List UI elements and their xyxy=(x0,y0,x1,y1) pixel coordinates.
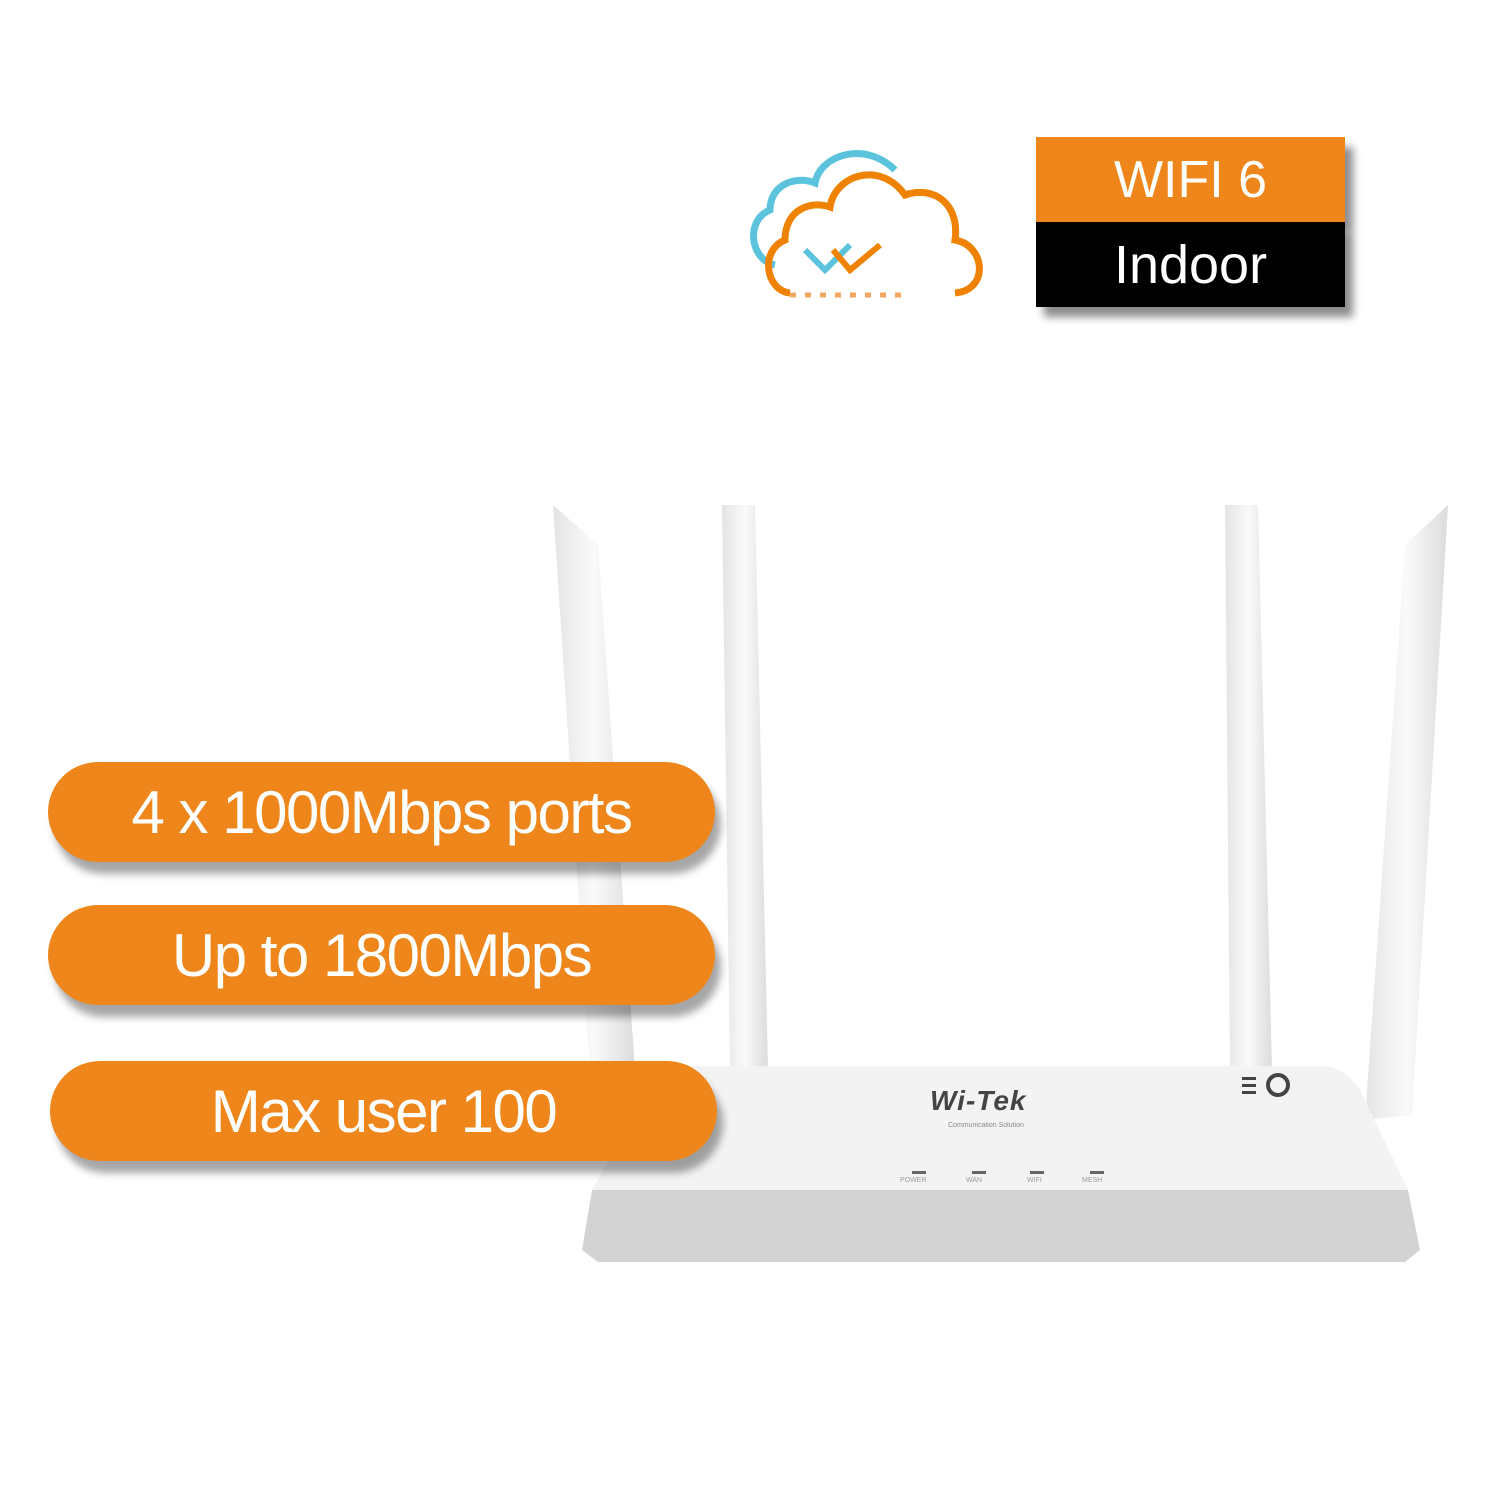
cloud-logo-icon xyxy=(750,150,983,298)
antenna xyxy=(1225,505,1272,1070)
antenna xyxy=(1365,505,1448,1120)
feature-speed: Up to 1800Mbps xyxy=(48,905,715,1005)
led-label-mesh: MESH xyxy=(1082,1177,1103,1184)
led-label-power: POWER xyxy=(900,1177,927,1184)
feature-max-users: Max user 100 xyxy=(50,1061,717,1161)
indoor-badge: Indoor xyxy=(1036,222,1345,307)
feature-ports: 4 x 1000Mbps ports xyxy=(48,762,715,862)
router-brand-logo: Wi-Tek xyxy=(930,1085,1027,1116)
led-label-wan: WAN xyxy=(966,1177,983,1184)
wifi6-badge: WIFI 6 xyxy=(1036,137,1345,222)
router-tagline: Communication Solution xyxy=(948,1122,1024,1129)
wifi6-logo-icon xyxy=(1266,1073,1290,1097)
led-label-wifi: WIFI xyxy=(1027,1177,1042,1184)
antenna xyxy=(722,505,768,1070)
